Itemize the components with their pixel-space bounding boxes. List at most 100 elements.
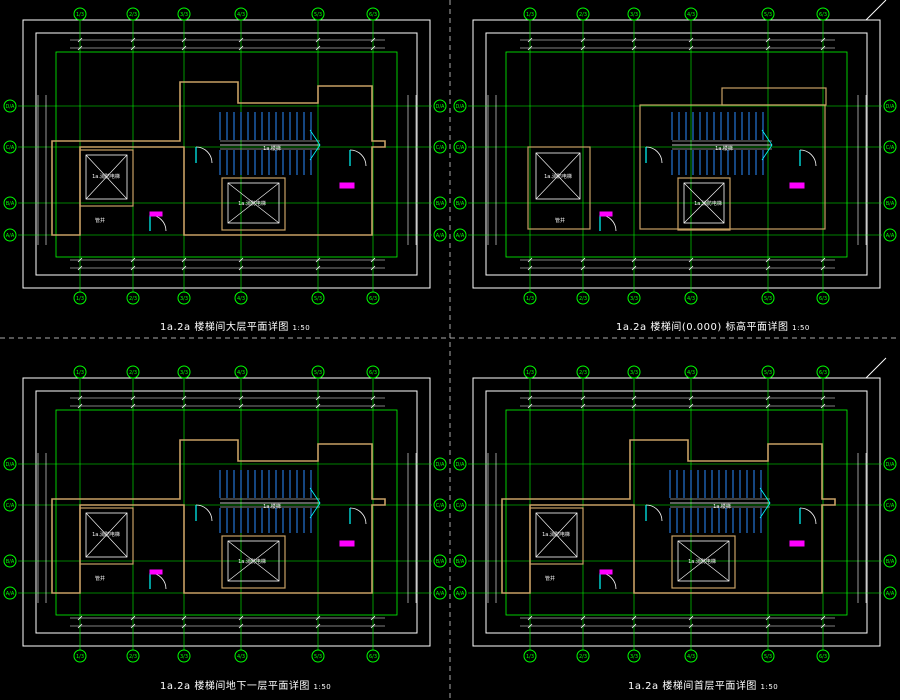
door-swing-arc [799,507,817,525]
axis-bubble-label: D/A [456,104,466,110]
axis-bubble [73,291,87,305]
axis-bubble [883,99,897,113]
dimension-tick [580,615,586,621]
axis-bubble-label: 4/3 [237,12,245,18]
axis-bubble-label: 6/3 [819,296,827,302]
dimension-tick [238,615,244,621]
room-label-stair: 1a.楼梯 [263,503,281,510]
room-label-elevator: 1a.消防电梯 [544,173,572,180]
axis-bounds [505,409,848,616]
dimension-tick [77,403,83,409]
dimension-tick [315,265,321,271]
dimension-tick [820,615,826,621]
dimension-tick [77,37,83,43]
dimension-tick [77,257,83,263]
wall-outline [501,439,836,594]
axis-bubble-label: 6/3 [369,654,377,660]
dimension-tick [688,403,694,409]
room-label-stair: 1a.楼梯 [713,503,731,510]
wall-elevator-shaft [79,149,134,207]
dimension-tick [130,395,136,401]
dimension-tick [688,45,694,51]
outer-frame [22,19,431,289]
axis-bubble-label: 5/3 [764,370,772,376]
axis-bubble-label: C/A [456,503,465,509]
axis-bubble-label: B/A [886,201,895,207]
axis-bubble-label: 5/3 [314,12,322,18]
axis-bubble-label: B/A [886,559,895,565]
axis-bubble-label: 2/3 [579,370,587,376]
wall-top-bay [721,87,827,106]
axis-bubble [883,140,897,154]
axis-bubble [126,649,140,663]
dimension-tick [631,265,637,271]
dimension-tick [130,265,136,271]
dimension-tick [370,265,376,271]
dimension-tick [765,623,771,629]
axis-bubble [576,649,590,663]
axis-bubble-label: C/A [886,503,895,509]
dimension-tick [688,395,694,401]
elevator-car-2 [227,540,280,582]
axis-bubble-label: 3/3 [630,12,638,18]
axis-bubble [433,140,447,154]
axis-bubble [883,498,897,512]
level-tag [599,569,613,575]
axis-bubble [234,7,248,21]
wall-elevator-2 [671,535,736,589]
axis-bubble [883,586,897,600]
wall-outline [51,439,386,594]
axis-bubble-label: A/A [436,591,445,597]
room-label-elevator: 1a.消防电梯 [542,531,570,538]
axis-bubble-label: 3/3 [630,296,638,302]
axis-bubble-label: 6/3 [819,370,827,376]
dimension-tick [631,37,637,43]
axis-bubble [684,7,698,21]
axis-bubble [3,99,17,113]
dimension-tick [181,615,187,621]
axis-bubble [816,365,830,379]
dimension-tick [315,403,321,409]
axis-bubble [311,291,325,305]
frame-corner-diagonal [865,0,887,21]
dimension-tick [765,45,771,51]
elevator-car [85,512,128,558]
dimension-tick [238,37,244,43]
door-swing-arc [349,507,367,525]
axis-bubble [366,7,380,21]
dimension-tick [527,615,533,621]
dimension-tick [820,265,826,271]
axis-bubble [3,228,17,242]
axis-bubble [684,365,698,379]
stair-direction-arrow [761,129,773,161]
axis-bubble-label: 1/3 [76,654,84,660]
dimension-tick [315,615,321,621]
room-label-elevator: 1a.消防电梯 [92,531,120,538]
dimension-tick [181,403,187,409]
axis-bubble-label: 1/3 [526,296,534,302]
dimension-tick [238,403,244,409]
dimension-tick [580,265,586,271]
axis-bubble-label: 4/3 [687,370,695,376]
axis-bubble-label: 2/3 [579,654,587,660]
dimension-tick [527,403,533,409]
dimension-tick [315,257,321,263]
door-swing-arc [799,149,817,167]
axis-bubble [3,586,17,600]
axis-bubble-label: C/A [456,145,465,151]
dimension-tick [77,45,83,51]
dimension-tick [130,403,136,409]
axis-bubble-label: 5/3 [314,370,322,376]
door-swing-arc [645,504,663,522]
axis-bubble [73,365,87,379]
dimension-tick [631,615,637,621]
axis-bubble-label: C/A [436,503,445,509]
axis-bubble [883,228,897,242]
level-tag [339,540,355,547]
axis-bubble [883,554,897,568]
axis-bubble [433,99,447,113]
dimension-tick [77,623,83,629]
dimension-tick [765,395,771,401]
